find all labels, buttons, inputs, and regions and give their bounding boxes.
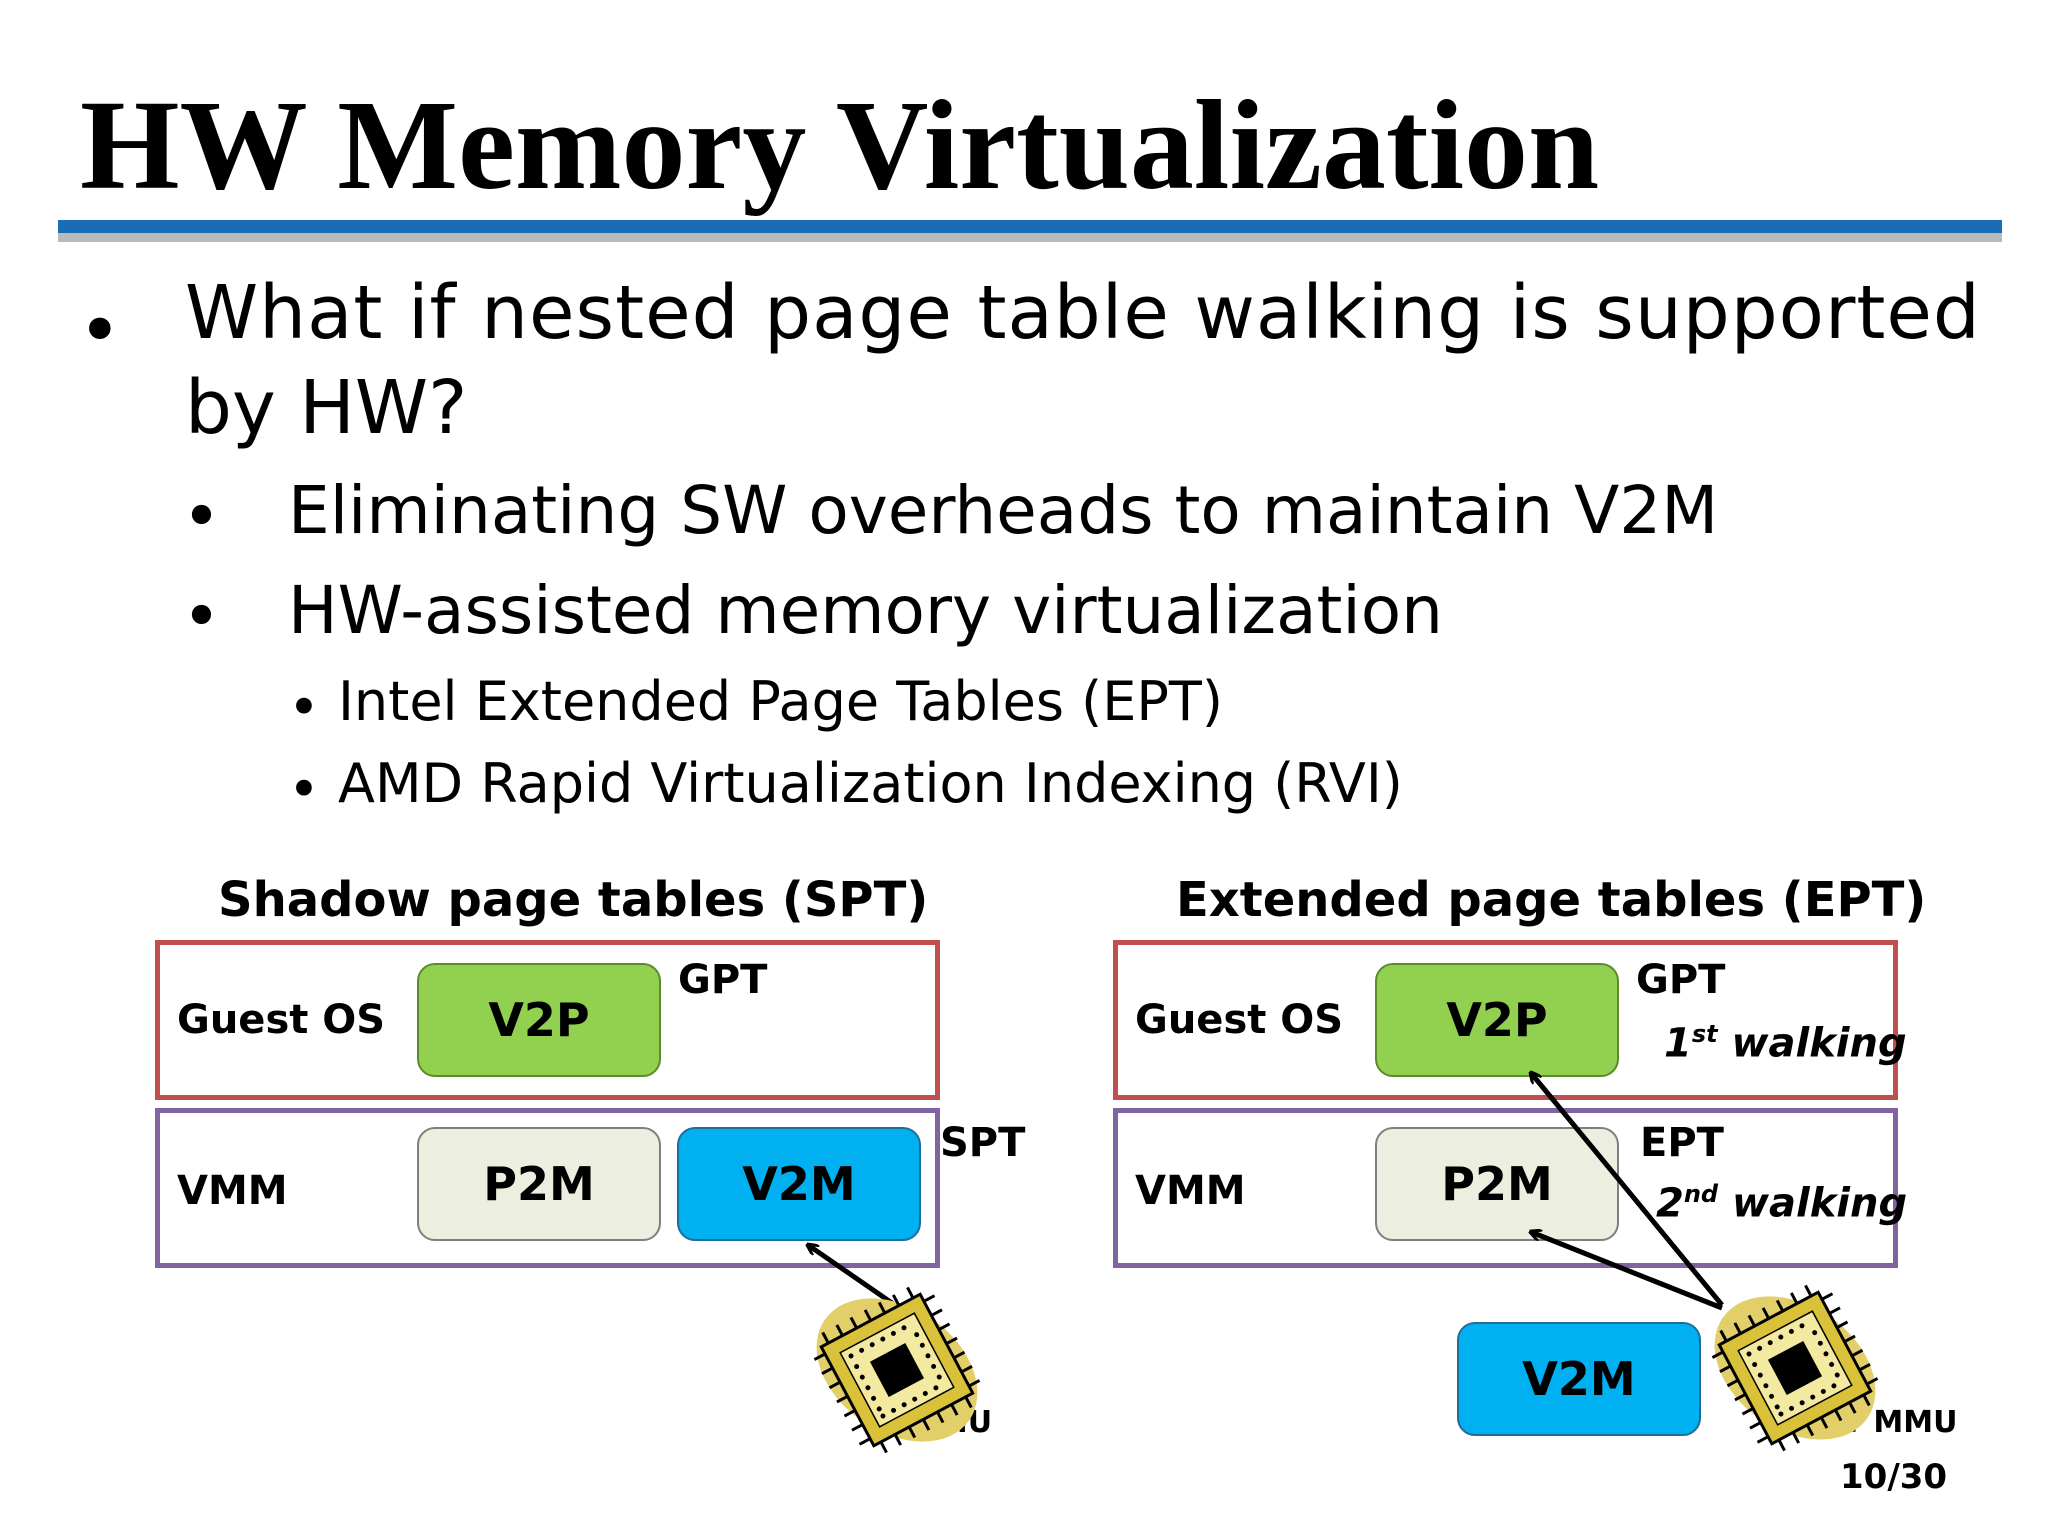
ept-walk1-sup: st bbox=[1691, 1020, 1718, 1048]
spt-heading: Shadow page tables (SPT) bbox=[218, 872, 929, 928]
title-rule bbox=[58, 220, 2002, 233]
ept-walk2-sup: nd bbox=[1683, 1180, 1719, 1208]
ept-second-walking-label: 2nd walking bbox=[1656, 1180, 1907, 1226]
ept-v2m-box: V2M bbox=[1457, 1322, 1701, 1436]
ept-p2m-box: P2M bbox=[1375, 1127, 1619, 1241]
bullet-sub-1: Eliminating SW overheads to maintain V2M bbox=[288, 472, 1719, 549]
ept-first-walking-label: 1st walking bbox=[1664, 1020, 1907, 1066]
spt-p2m-box: P2M bbox=[417, 1127, 661, 1241]
spt-vmm-box bbox=[155, 1108, 940, 1268]
slide-title: HW Memory Virtualization bbox=[80, 74, 1600, 216]
ept-guest-os-label: Guest OS bbox=[1135, 997, 1344, 1043]
ept-vmm-box bbox=[1113, 1108, 1898, 1268]
bullet-dot: • bbox=[288, 758, 320, 821]
bullet-subsub-2: AMD Rapid Virtualization Indexing (RVI) bbox=[338, 752, 1403, 815]
spt-spt-label: SPT bbox=[940, 1120, 1026, 1166]
ept-gpt-label: GPT bbox=[1636, 957, 1726, 1003]
spt-v2m-box: V2M bbox=[677, 1127, 921, 1241]
bullet-main-line1: What if nested page table walking is sup… bbox=[185, 270, 1981, 356]
bullet-dot: • bbox=[288, 676, 320, 739]
ept-walk1-num: 1 bbox=[1664, 1020, 1692, 1067]
bullet-dot: • bbox=[78, 288, 122, 374]
bullet-main-line2: by HW? bbox=[185, 365, 468, 451]
ept-heading: Extended page tables (EPT) bbox=[1176, 872, 1927, 928]
bullet-dot: • bbox=[182, 578, 221, 655]
spt-gpt-label: GPT bbox=[678, 957, 768, 1003]
bullet-subsub-1: Intel Extended Page Tables (EPT) bbox=[338, 670, 1223, 733]
ept-walk2-word: walking bbox=[1732, 1180, 1908, 1227]
ept-vmm-label: VMM bbox=[1135, 1168, 1246, 1214]
ept-walk2-arrow bbox=[1531, 1232, 1723, 1311]
ept-mmu-chip-icon bbox=[1685, 1265, 1905, 1471]
spt-vmm-label: VMM bbox=[177, 1168, 288, 1214]
page-number: 10/30 bbox=[1840, 1457, 1948, 1497]
ept-walk1-word: walking bbox=[1731, 1020, 1907, 1067]
ept-walk1-arrow bbox=[1531, 1073, 1724, 1307]
ept-v2p-box: V2P bbox=[1375, 963, 1619, 1077]
ept-walk2-num: 2 bbox=[1656, 1180, 1684, 1227]
ept-guest-os-box bbox=[1113, 940, 1898, 1100]
spt-guest-os-box bbox=[155, 940, 940, 1100]
spt-mmu-chip-icon bbox=[787, 1267, 1007, 1473]
bullet-sub-2: HW-assisted memory virtualization bbox=[288, 572, 1443, 649]
title-rule-shadow bbox=[58, 230, 2002, 242]
bullet-dot: • bbox=[182, 478, 221, 555]
ept-ept-label: EPT bbox=[1640, 1120, 1724, 1166]
spt-v2p-box: V2P bbox=[417, 963, 661, 1077]
spt-guest-os-label: Guest OS bbox=[177, 997, 386, 1043]
